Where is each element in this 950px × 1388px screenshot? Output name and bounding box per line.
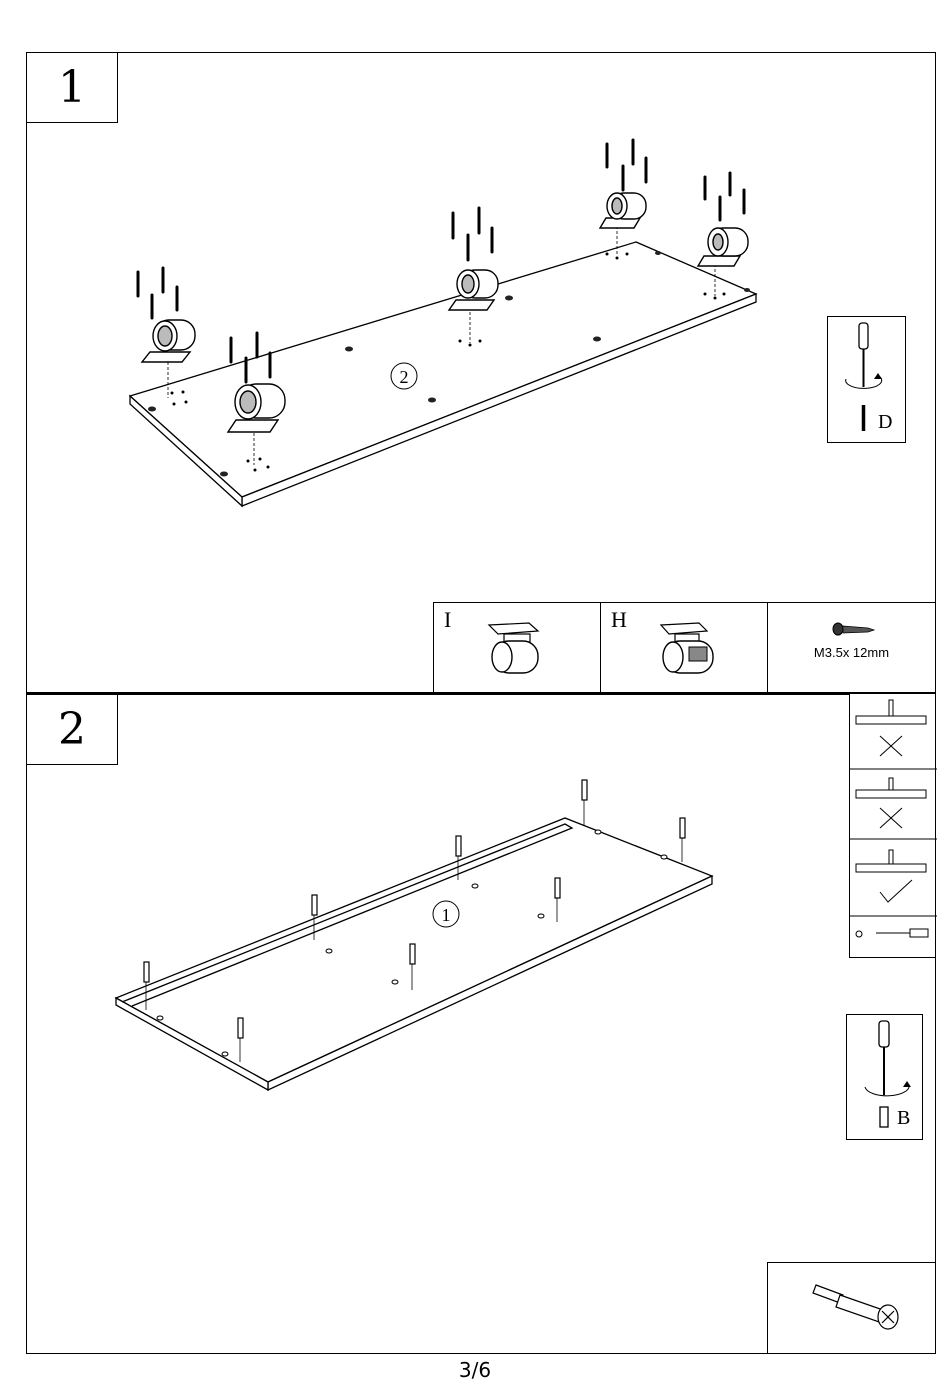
dowel-guide-panel bbox=[849, 693, 936, 958]
dowel-guide-diagram bbox=[850, 694, 937, 959]
page-number: 3/6 bbox=[0, 1358, 950, 1382]
step-2-board-part-label: 1 bbox=[442, 905, 451, 925]
tool-letter-b: B bbox=[897, 1107, 910, 1130]
cam-bolt-icon bbox=[768, 1263, 937, 1355]
cam-bolt-part-cell bbox=[767, 1262, 936, 1354]
correct-mark-icon bbox=[880, 880, 912, 902]
screwdriver-icon bbox=[847, 1015, 924, 1141]
tool-box-screwdriver-b: B bbox=[846, 1014, 923, 1140]
